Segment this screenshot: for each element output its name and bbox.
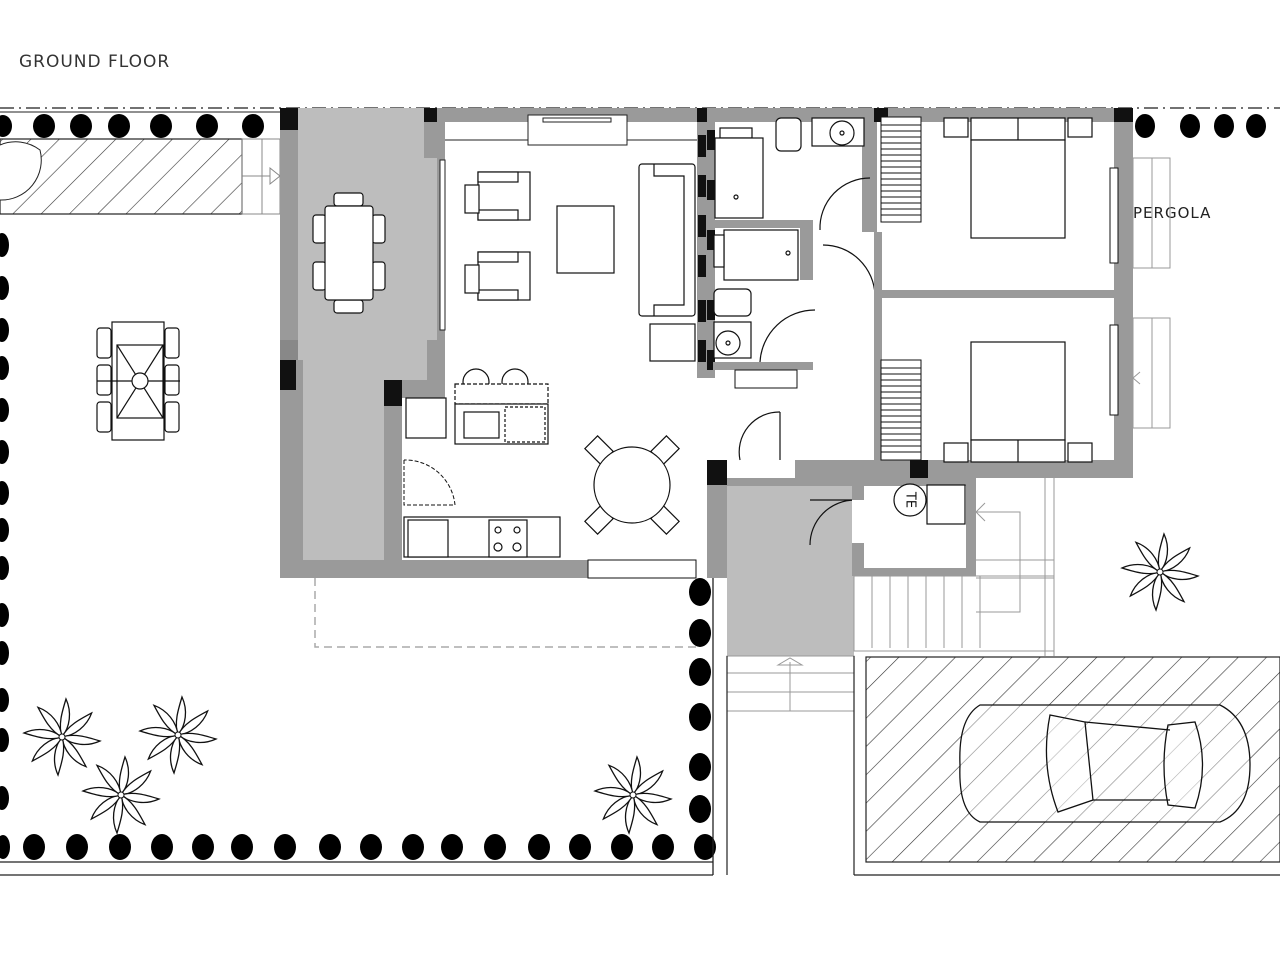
terrace-dining-table xyxy=(312,192,386,314)
hedge-top-right xyxy=(1135,114,1266,138)
floor-plan-title: GROUND FLOOR xyxy=(19,52,171,72)
fridge xyxy=(405,397,447,439)
pergola-structure xyxy=(1132,157,1171,429)
electrical-symbol-label: TE xyxy=(903,491,918,508)
parasol-table xyxy=(96,321,180,441)
parking-space xyxy=(865,656,1280,863)
armchairs xyxy=(464,171,531,301)
kitchen-island xyxy=(454,368,549,445)
hedge-bottom xyxy=(0,834,716,860)
bathroom-1-fixtures xyxy=(714,117,865,219)
wardrobe-1 xyxy=(880,116,922,223)
electrical-symbol xyxy=(893,483,927,517)
water-heater xyxy=(926,484,966,525)
wardrobe-2 xyxy=(880,359,922,461)
bathroom-2-fixtures xyxy=(713,229,799,359)
car xyxy=(959,704,1251,823)
hedge-right xyxy=(689,578,711,823)
bed-1 xyxy=(943,117,1093,239)
bed-2 xyxy=(943,341,1093,463)
entrance-porch xyxy=(727,478,854,656)
kitchen-counter xyxy=(403,516,561,558)
hedge-top-left xyxy=(0,114,264,138)
coffee-table xyxy=(556,205,615,274)
sofa xyxy=(638,163,696,317)
staircase xyxy=(726,478,1055,712)
dining-round-table xyxy=(584,435,680,535)
hedge-left xyxy=(0,233,9,810)
side-table xyxy=(649,323,696,362)
